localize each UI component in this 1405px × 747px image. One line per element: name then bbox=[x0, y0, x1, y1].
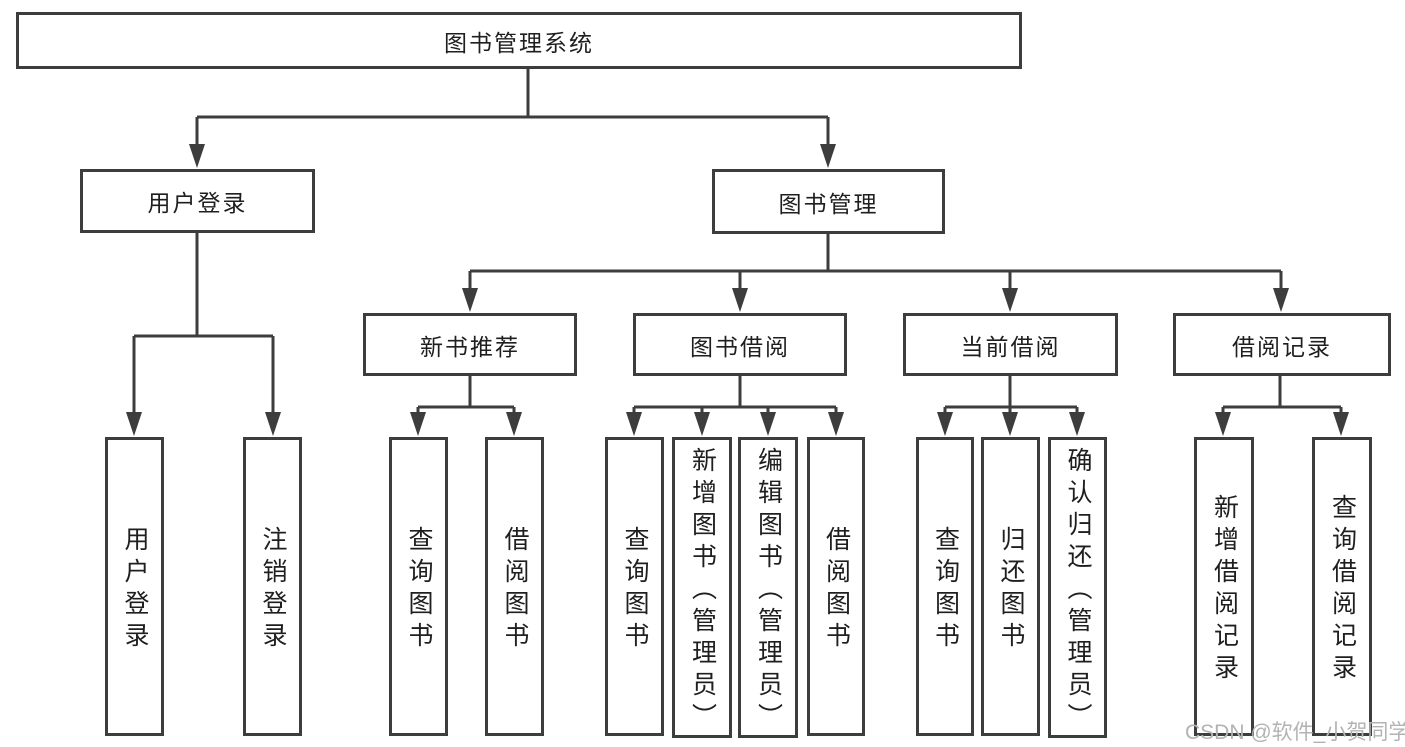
leaf-query-books-current: 查询图书 bbox=[916, 437, 974, 736]
leaf-add-borrow-record: 新增借阅记录 bbox=[1194, 437, 1254, 736]
leaf-confirm-return-admin: 确认归还（管理员） bbox=[1048, 437, 1107, 738]
leaf-logout: 注销登录 bbox=[243, 437, 302, 736]
node-current-borrowing: 当前借阅 bbox=[903, 313, 1118, 376]
node-user-login: 用户登录 bbox=[80, 169, 315, 233]
leaf-query-books-borrow: 查询图书 bbox=[605, 437, 664, 736]
leaf-return-books: 归还图书 bbox=[981, 437, 1040, 736]
leaf-borrow-books-recommend: 借阅图书 bbox=[485, 437, 544, 736]
leaf-query-books-recommend: 查询图书 bbox=[389, 437, 448, 736]
leaf-add-books-admin: 新增图书（管理员） bbox=[672, 437, 732, 738]
node-library-management-system: 图书管理系统 bbox=[16, 12, 1022, 69]
leaf-user-login: 用户登录 bbox=[105, 437, 164, 736]
connector-records-to-leaves bbox=[1221, 376, 1343, 412]
connector-newbook-to-leaves bbox=[416, 376, 516, 412]
node-book-management: 图书管理 bbox=[712, 169, 945, 234]
leaf-borrow-books: 借阅图书 bbox=[807, 437, 865, 736]
connector-root-to-level2 bbox=[195, 68, 830, 144]
leaf-query-borrow-record: 查询借阅记录 bbox=[1312, 437, 1372, 736]
connector-current-to-leaves bbox=[943, 376, 1079, 412]
connector-bookmgmt-to-level3 bbox=[468, 234, 1283, 288]
node-borrowing-records: 借阅记录 bbox=[1173, 313, 1391, 376]
node-book-borrowing: 图书借阅 bbox=[633, 313, 847, 376]
csdn-watermark: CSDN @软件_小贺同学 bbox=[1185, 721, 1405, 744]
connector-userlogin-to-leaves bbox=[132, 233, 275, 412]
leaf-edit-books-admin: 编辑图书（管理员） bbox=[738, 437, 798, 738]
arrowheads bbox=[126, 144, 1349, 436]
node-new-book-recommendation: 新书推荐 bbox=[363, 313, 577, 376]
connector-borrow-to-leaves bbox=[632, 376, 838, 412]
